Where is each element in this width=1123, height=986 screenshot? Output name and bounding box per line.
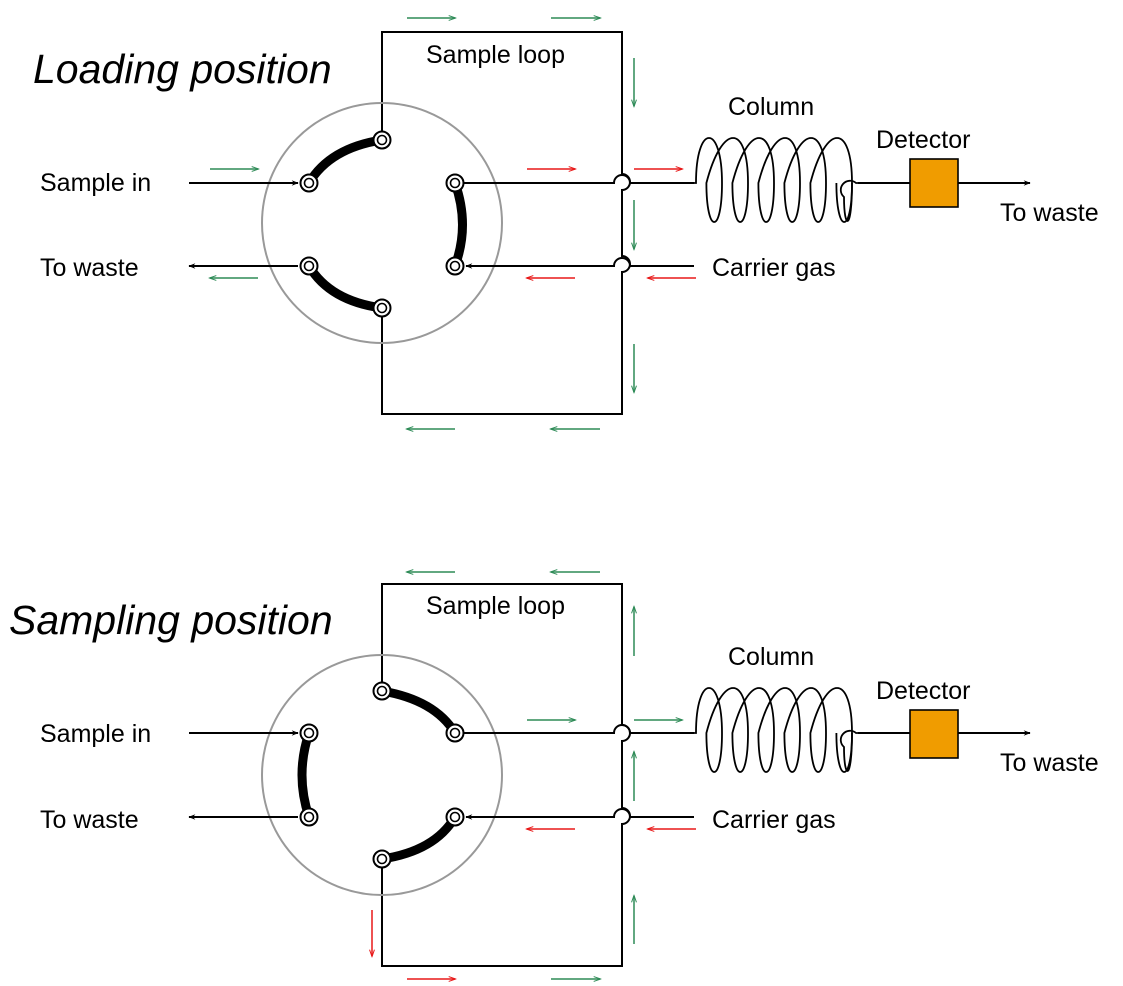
valve-passage (450, 178, 467, 271)
rotary-valve-body (261, 654, 503, 896)
column-coil (694, 687, 858, 773)
valve-port (445, 256, 465, 276)
valve-port (372, 298, 392, 318)
detector-label: Detector (876, 126, 970, 154)
flow-arrows (210, 18, 696, 429)
valve-port (372, 130, 392, 150)
column-coil (694, 137, 858, 223)
column-label: Column (728, 93, 814, 121)
valve-port (299, 256, 319, 276)
valve-port (372, 681, 392, 701)
sample-loop-tubing (381, 583, 631, 967)
sample-in-label: Sample in (40, 169, 151, 197)
carrier-gas-label: Carrier gas (712, 254, 836, 282)
valve-port (299, 723, 319, 743)
valve-passage (377, 812, 460, 864)
to-waste-label: To waste (40, 254, 139, 282)
valve-port (445, 723, 465, 743)
column-inlet-line (463, 174, 694, 184)
column-outlet-line (839, 179, 858, 222)
valve-passage (304, 135, 387, 188)
sample-loop-tubing (381, 31, 631, 415)
valve-passage (297, 728, 314, 822)
valve-port (445, 173, 465, 193)
sample-in-label: Sample in (40, 720, 151, 748)
loading-panel: Loading position Sample loop Sample in T… (33, 18, 1099, 429)
column-inlet-line (463, 724, 694, 734)
sample-loop-label: Sample loop (426, 41, 565, 69)
valve-port (299, 173, 319, 193)
sampling-panel: Sampling position Sample loop Sample in … (9, 572, 1099, 979)
sample-loop-label: Sample loop (426, 592, 565, 620)
carrier-gas-line (465, 808, 694, 820)
carrier-gas-label: Carrier gas (712, 806, 836, 834)
detector-box (909, 158, 959, 208)
to-waste-label: To waste (40, 806, 139, 834)
to-waste-label: To waste (1000, 199, 1099, 227)
column-outlet-line (839, 729, 858, 772)
carrier-gas-line (465, 257, 694, 269)
column-label: Column (728, 643, 814, 671)
column-coil-winding (694, 687, 853, 773)
valve-port (299, 807, 319, 827)
flow-arrows (372, 572, 696, 979)
rotary-valve-body (261, 102, 503, 344)
valve-port (445, 807, 465, 827)
valve-passage (304, 261, 387, 313)
detector-label: Detector (876, 677, 970, 705)
to-waste-label: To waste (1000, 749, 1099, 777)
valve-passage (377, 686, 460, 738)
column-coil-winding (694, 137, 853, 223)
valve-port (372, 849, 392, 869)
panel-title: Sampling position (9, 597, 333, 643)
detector-box (909, 709, 959, 759)
panel-title: Loading position (33, 46, 332, 92)
